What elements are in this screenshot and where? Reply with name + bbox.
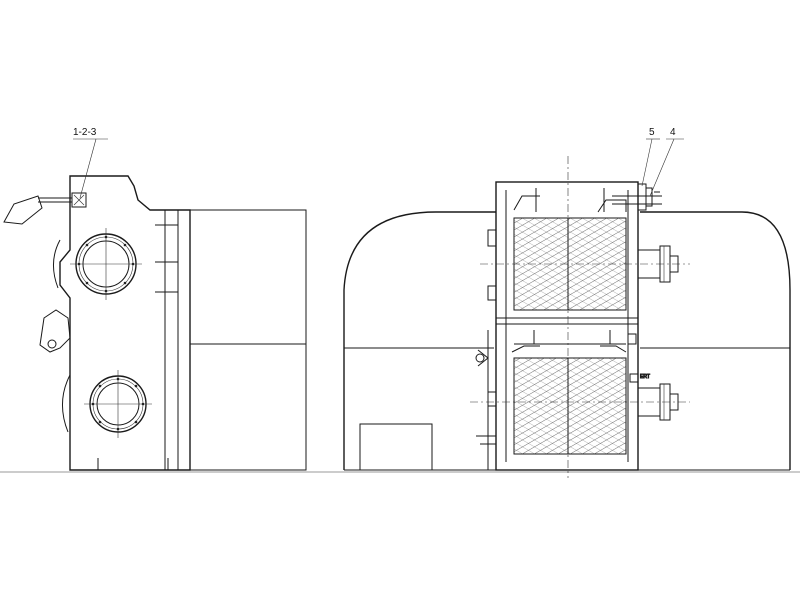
top-valve-assembly [612,183,662,211]
upper-coil-bundle [513,217,627,311]
callout-label-4: 4 [670,127,676,138]
access-panel [359,423,433,471]
lower-coil-bundle [513,357,627,455]
callout-label-5: 5 [649,127,655,138]
left-side-fittings [475,229,497,470]
left-duct-lower [189,343,307,471]
bracket-item-1-2-3 [71,192,87,208]
center-frame [495,181,639,471]
left-side-view [3,175,307,471]
upper-right-nozzle [637,245,679,283]
callout-4: 4 [649,127,684,197]
top-left-flap [3,195,43,225]
lower-flange-port [84,370,152,438]
right-front-view: ERT [0,156,800,478]
left-duct-upper [189,209,307,345]
right-hood-outline [343,211,496,470]
svg-text:ERT: ERT [640,374,650,380]
callout-label-1-2-3: 1-2-3 [73,127,97,138]
upper-flange-port [70,228,142,300]
left-arm-mechanism [39,309,71,353]
lower-right-nozzle [637,383,679,421]
callout-5: 5 [641,127,660,187]
callout-1-2-3: 1-2-3 [73,127,108,199]
left-casing-outline [59,175,191,471]
